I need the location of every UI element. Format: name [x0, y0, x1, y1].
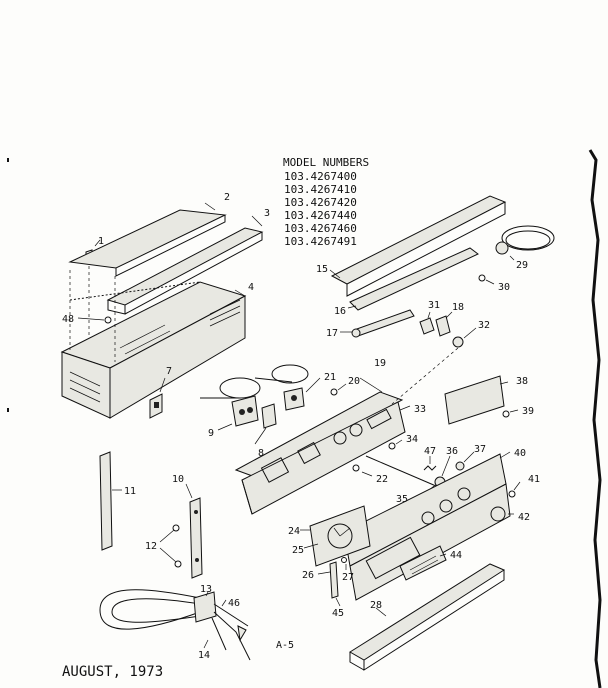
part-39-screw	[502, 409, 519, 418]
callout-34: 34	[406, 434, 418, 445]
part-2-cover	[68, 202, 227, 277]
callout-2: 2	[224, 192, 230, 203]
callout-4: 4	[248, 282, 254, 293]
callout-16: 16	[334, 306, 346, 317]
callout-1: 1	[98, 236, 104, 247]
callout-27: 27	[342, 572, 354, 583]
callout-37: 37	[474, 444, 486, 455]
model-number: 103.4267440	[284, 209, 357, 222]
callout-31: 31	[428, 300, 440, 311]
callout-44: 44	[450, 550, 462, 561]
model-numbers-heading: MODEL NUMBERS	[283, 156, 369, 169]
part-28-trim	[349, 563, 506, 671]
callout-36: 36	[446, 446, 458, 457]
part-13-wiring	[99, 589, 251, 661]
callout-25: 25	[292, 545, 304, 556]
callout-14: 14	[198, 650, 210, 661]
callout-38: 38	[516, 376, 528, 387]
part-11-bracket	[99, 451, 122, 551]
callout-26: 26	[302, 570, 314, 581]
part-27-pin	[341, 557, 347, 570]
part-48-screw	[77, 316, 112, 324]
part-26-knob-shaft	[317, 561, 339, 599]
callout-21: 21	[324, 372, 336, 383]
callout-3: 3	[264, 208, 270, 219]
callout-46: 46	[228, 598, 240, 609]
callout-29: 29	[516, 260, 528, 271]
part-3-channel	[106, 215, 264, 315]
callout-32: 32	[478, 320, 490, 331]
part-34-screw	[388, 439, 403, 450]
callout-33: 33	[414, 404, 426, 415]
part-33-panel	[234, 377, 411, 515]
part-15-trim	[329, 195, 507, 297]
part-20-screw	[330, 383, 347, 396]
callout-41: 41	[528, 474, 540, 485]
model-number: 103.4267420	[284, 196, 357, 209]
callout-45: 45	[332, 608, 344, 619]
part-42-knob	[490, 506, 514, 522]
part-38-plate	[444, 375, 509, 425]
callout-10: 10	[172, 474, 184, 485]
part-41-screw	[508, 481, 521, 498]
model-number: 103.4267491	[284, 235, 357, 248]
part-7-clip	[149, 377, 166, 419]
callout-48: 48	[62, 314, 74, 325]
callout-47: 47	[424, 446, 436, 457]
callout-24: 24	[288, 526, 300, 537]
part-24-clock	[300, 505, 371, 567]
callout-39: 39	[522, 406, 534, 417]
callout-11: 11	[124, 486, 136, 497]
model-number: 103.4267400	[284, 170, 357, 183]
part-10-bracket	[185, 483, 203, 579]
part-22-screw	[352, 464, 373, 477]
part-47-spring	[423, 456, 437, 471]
part-16-lens	[347, 247, 479, 311]
callout-22: 22	[376, 474, 388, 485]
part-17-lamp	[340, 309, 415, 338]
wire-harness	[200, 364, 321, 445]
callout-17: 17	[326, 328, 338, 339]
callout-15: 15	[316, 264, 328, 275]
part-12-screws	[159, 524, 182, 568]
part-44-decal	[399, 545, 447, 581]
model-numbers-block: MODEL NUMBERS 103.4267400 103.4267410 10…	[283, 156, 369, 248]
callouts: 1 2 3 4 7 8 9 10 11 12 13 14 15 16 17 18…	[62, 192, 540, 661]
callout-30: 30	[498, 282, 510, 293]
part-30-screw	[478, 274, 495, 285]
footer-date: AUGUST, 1973	[62, 664, 163, 680]
part-29-cord	[495, 225, 555, 261]
callout-12: 12	[145, 541, 157, 552]
callout-9: 9	[208, 428, 214, 439]
model-number: 103.4267460	[284, 222, 357, 235]
callout-19: 19	[374, 358, 386, 369]
part-37-knob	[455, 451, 475, 471]
scan-edge	[7, 149, 602, 688]
callout-28: 28	[370, 600, 382, 611]
model-number: 103.4267410	[284, 183, 357, 196]
page-number: A-5	[276, 640, 294, 651]
callout-18: 18	[452, 302, 464, 313]
callout-42: 42	[518, 512, 530, 523]
callout-13: 13	[200, 584, 212, 595]
callout-35: 35	[396, 494, 408, 505]
callout-8: 8	[258, 448, 264, 459]
part-4-housing	[60, 270, 247, 419]
callout-7: 7	[166, 366, 172, 377]
part-18-socket	[391, 311, 477, 405]
callout-40: 40	[514, 448, 526, 459]
part-45-link	[335, 597, 341, 607]
callout-20: 20	[348, 376, 360, 387]
